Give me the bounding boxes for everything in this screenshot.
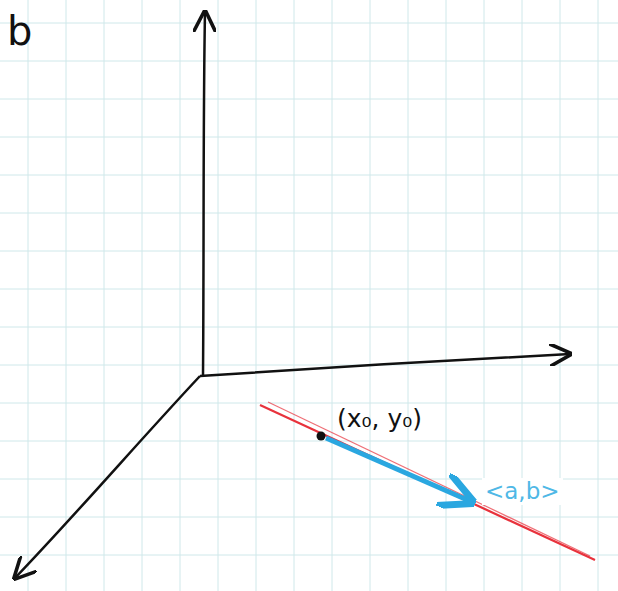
grid-line bbox=[66, 0, 67, 591]
point bbox=[317, 432, 326, 441]
grid-line bbox=[0, 61, 618, 62]
grid-line bbox=[0, 403, 618, 404]
grid-line bbox=[142, 0, 143, 591]
grid-line bbox=[28, 0, 29, 591]
grid-line bbox=[332, 0, 333, 591]
grid-line bbox=[0, 99, 618, 100]
grid-line bbox=[0, 441, 618, 442]
grid-line bbox=[218, 0, 219, 591]
grid-line bbox=[446, 0, 447, 591]
grid-line bbox=[0, 213, 618, 214]
grid-line bbox=[0, 137, 618, 138]
grid-line bbox=[104, 0, 105, 591]
grid-line bbox=[370, 0, 371, 591]
vector-label: <a,b> bbox=[482, 478, 563, 505]
direction-vector bbox=[326, 438, 472, 502]
panel-letter: b bbox=[4, 8, 35, 54]
grid-line bbox=[0, 175, 618, 176]
y-axis bbox=[200, 354, 570, 376]
grid-line bbox=[0, 327, 618, 328]
point-label: (x₀, y₀) bbox=[334, 404, 425, 434]
grid-line bbox=[0, 555, 618, 556]
grid-line bbox=[408, 0, 409, 591]
line-stroke bbox=[268, 402, 590, 556]
grid-line bbox=[0, 23, 618, 24]
line bbox=[260, 405, 595, 560]
grid-line bbox=[294, 0, 295, 591]
grid-line bbox=[598, 0, 599, 591]
x-axis bbox=[15, 376, 200, 578]
grid-line bbox=[256, 0, 257, 591]
grid-line bbox=[0, 517, 618, 518]
z-axis bbox=[203, 12, 205, 376]
grid-line bbox=[0, 289, 618, 290]
grid-line bbox=[180, 0, 181, 591]
grid-line bbox=[0, 365, 618, 366]
grid-line bbox=[0, 251, 618, 252]
